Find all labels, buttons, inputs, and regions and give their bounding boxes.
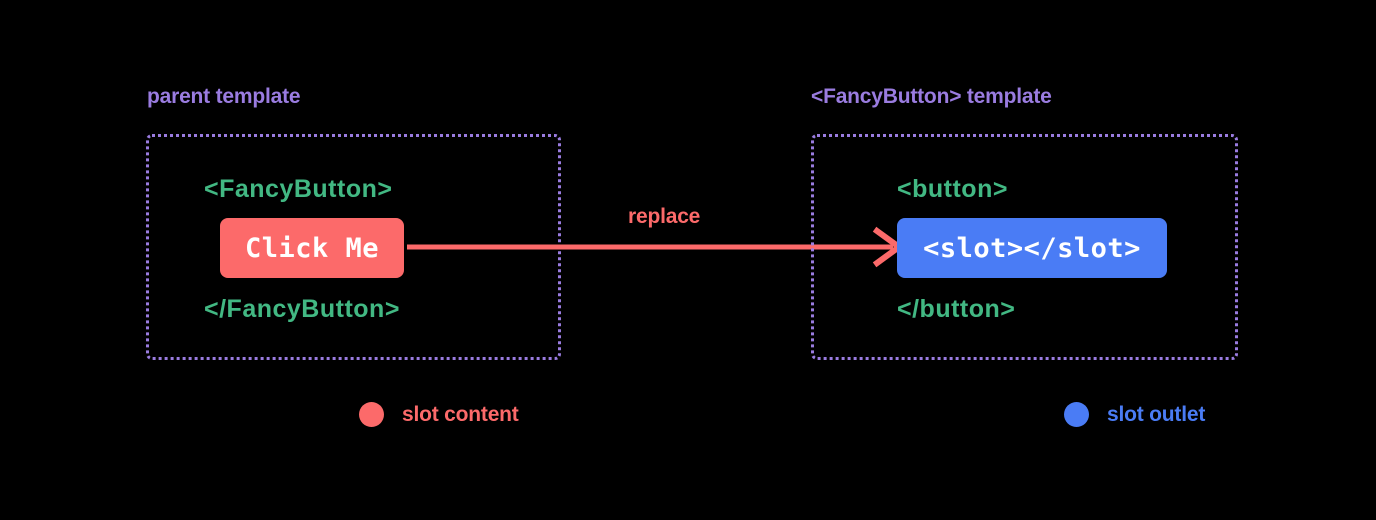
parent-close-tag: </FancyButton> <box>204 295 400 323</box>
fancybutton-template-panel <box>811 134 1238 360</box>
slot-content-pill[interactable]: Click Me <box>220 218 404 278</box>
button-open-tag: <button> <box>897 175 1008 203</box>
slot-outlet-dot-icon <box>1064 402 1089 427</box>
button-close-tag: </button> <box>897 295 1016 323</box>
legend-label-slot-content: slot content <box>402 402 519 426</box>
parent-open-tag: <FancyButton> <box>204 175 393 203</box>
legend-label-slot-outlet: slot outlet <box>1107 402 1206 426</box>
parent-template-heading: parent template <box>147 85 301 108</box>
fancybutton-template-heading: <FancyButton> template <box>811 85 1052 108</box>
replace-arrow-label: replace <box>628 205 701 228</box>
slot-content-dot-icon <box>359 402 384 427</box>
legend-item-slot-outlet: slot outlet <box>1064 402 1205 427</box>
legend-item-slot-content: slot content <box>359 402 519 427</box>
slot-outlet-pill[interactable]: <slot></slot> <box>897 218 1167 278</box>
